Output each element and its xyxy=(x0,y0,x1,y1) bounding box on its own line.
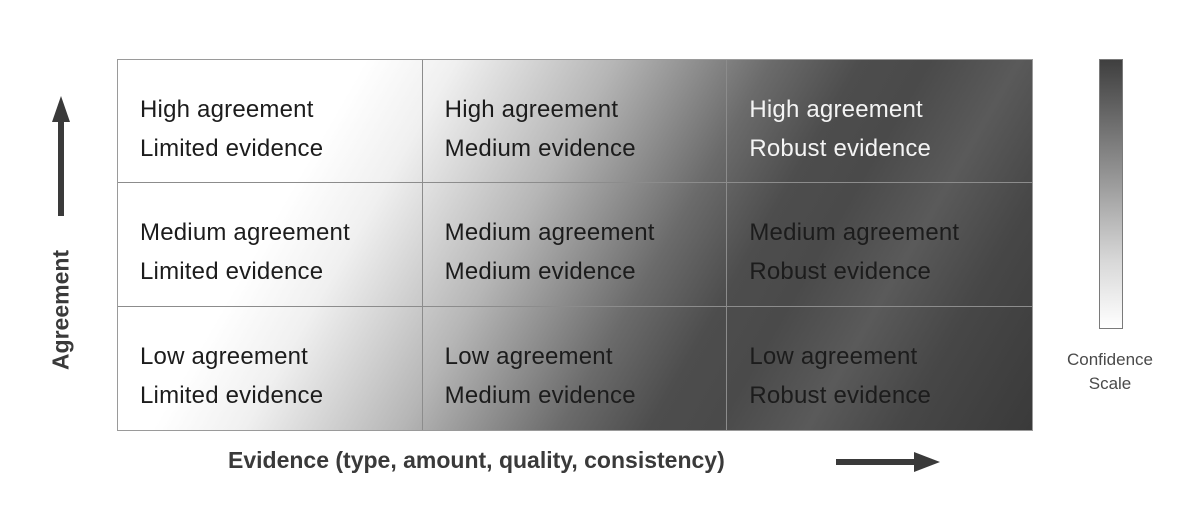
cell-evidence-text: Robust evidence xyxy=(749,135,932,162)
cell-evidence-text: Robust evidence xyxy=(749,381,932,409)
cell-evidence-text: Limited evidence xyxy=(140,135,324,162)
cell-agreement-text: Low agreement xyxy=(140,342,309,370)
arrow-up-icon xyxy=(52,96,70,122)
confidence-matrix: High agreement Limited evidence High agr… xyxy=(117,59,1033,431)
arrow-right-shaft xyxy=(836,459,916,465)
cell-medium-agreement-robust-evidence: Medium agreement Robust evidence xyxy=(727,183,1032,307)
y-axis: Agreement xyxy=(36,96,86,396)
scale-label-line2: Scale xyxy=(1088,374,1132,393)
confidence-scale-bar xyxy=(1099,59,1123,329)
cell-agreement-text: Low agreement xyxy=(444,342,613,370)
cell-high-agreement-limited-evidence: High agreement Limited evidence xyxy=(118,60,423,184)
scale-label-line1: Confidence xyxy=(1066,350,1153,369)
cell-medium-agreement-limited-evidence: Medium agreement Limited evidence xyxy=(118,183,423,307)
cell-agreement-text: High agreement xyxy=(140,96,314,123)
arrow-up-shaft xyxy=(58,120,64,216)
cell-low-agreement-robust-evidence: Low agreement Robust evidence xyxy=(727,307,1032,430)
x-axis-label: Evidence (type, amount, quality, consist… xyxy=(228,447,725,473)
cell-medium-agreement-medium-evidence: Medium agreement Medium evidence xyxy=(422,183,728,307)
cell-evidence-text: Limited evidence xyxy=(140,381,324,409)
cell-evidence-text: Limited evidence xyxy=(140,258,324,286)
cell-low-agreement-limited-evidence: Low agreement Limited evidence xyxy=(118,306,423,430)
cell-high-agreement-robust-evidence: High agreement Robust evidence xyxy=(727,60,1032,184)
cell-agreement-text: Medium agreement xyxy=(749,219,960,247)
cell-agreement-text: Medium agreement xyxy=(140,219,350,247)
cell-low-agreement-medium-evidence: Low agreement Medium evidence xyxy=(423,306,728,430)
arrow-right-head xyxy=(914,452,940,472)
cell-evidence-text: Robust evidence xyxy=(749,258,932,286)
cell-evidence-text: Medium evidence xyxy=(444,258,636,286)
y-axis-label: Agreement xyxy=(47,249,74,371)
cell-agreement-text: High agreement xyxy=(749,96,923,123)
cell-agreement-text: Low agreement xyxy=(749,342,918,370)
confidence-scale-label: Confidence Scale xyxy=(1050,348,1170,396)
cell-agreement-text: Medium agreement xyxy=(444,219,655,247)
arrow-right-icon xyxy=(836,452,940,472)
cell-high-agreement-medium-evidence: High agreement Medium evidence xyxy=(422,60,728,184)
cell-evidence-text: Medium evidence xyxy=(444,135,636,162)
cell-evidence-text: Medium evidence xyxy=(444,381,636,409)
cell-agreement-text: High agreement xyxy=(444,96,619,123)
